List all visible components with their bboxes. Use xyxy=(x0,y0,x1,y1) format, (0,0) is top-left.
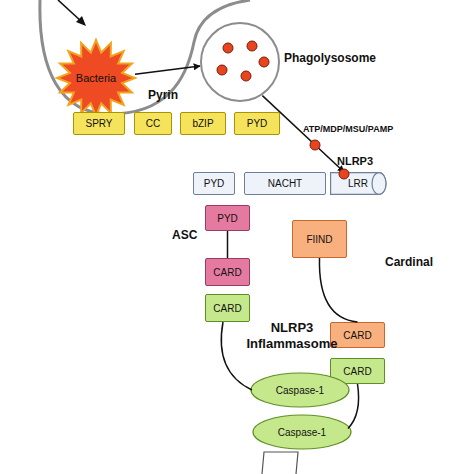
node-label: NACHT xyxy=(268,178,302,189)
ellipse-shape xyxy=(253,415,351,449)
circle-shape xyxy=(201,23,279,101)
entry-arrow-line xyxy=(58,0,82,22)
membrane-anchor xyxy=(262,452,298,474)
phagolysosome-circle-outline xyxy=(200,22,280,102)
caspase-ellipse: Caspase-1 xyxy=(250,372,350,408)
node-label: Bacteria xyxy=(76,72,116,84)
node-label: CARD xyxy=(213,267,241,278)
node-label: CARD xyxy=(343,330,371,341)
node-label: Caspase-1 xyxy=(278,427,326,438)
node-label: bZIP xyxy=(192,118,213,129)
connector-line xyxy=(319,258,357,322)
asc-domain: CARD xyxy=(205,258,250,286)
bacteria-fragment xyxy=(217,65,227,75)
connector-line xyxy=(227,231,229,258)
entry-arrow-head xyxy=(76,16,86,26)
connector-line xyxy=(135,66,200,74)
pyrin-domain: SPRY xyxy=(73,112,125,135)
node-label: SPRY xyxy=(85,118,112,129)
bacteria-fragment xyxy=(223,43,233,53)
caspase-card: CARD xyxy=(205,294,250,322)
node-label: PYD xyxy=(247,118,268,129)
node-label: Caspase-1 xyxy=(276,385,324,396)
bacteria-burst: Bacteria xyxy=(57,40,135,116)
pyrin-domain: CC xyxy=(134,112,172,135)
nlrp3-domain: NACHT xyxy=(244,172,326,195)
cardinal-domain: FIIND xyxy=(292,220,347,258)
ellipse-shape xyxy=(251,373,349,407)
cylinder-body xyxy=(331,173,386,195)
connector-line xyxy=(348,384,359,428)
cylinder-end xyxy=(372,173,386,195)
lrr-domain: LRR xyxy=(330,172,386,195)
caspase-ellipse: Caspase-1 xyxy=(252,414,352,450)
protein-label: Cardinal xyxy=(385,255,433,269)
phagolysosome-circle: Phagolysosome xyxy=(200,22,280,102)
asc-domain: PYD xyxy=(205,205,250,231)
node-label: CARD xyxy=(213,303,241,314)
protein-label: ASC xyxy=(172,228,197,242)
bound-pamp xyxy=(339,169,349,179)
node-label: LRR xyxy=(348,178,368,189)
cardinal-domain: CARD xyxy=(330,322,385,348)
complex-label: NLRP3 Inflammasome xyxy=(240,320,344,351)
node-label: PYD xyxy=(217,213,238,224)
bacteria-fragment xyxy=(247,41,257,51)
edge-label: ATP/MDP/MSU/PAMP xyxy=(303,124,393,134)
pyrin-domain: PYD xyxy=(234,112,280,135)
node-label: CC xyxy=(146,118,160,129)
node-label: CARD xyxy=(343,366,371,377)
node-heading: Phagolysosome xyxy=(284,52,376,65)
protein-label: NLRP3 xyxy=(337,155,373,167)
bacteria-fragment xyxy=(241,71,251,81)
nlrp3-domain: PYD xyxy=(193,172,235,195)
bacteria-fragment xyxy=(259,57,269,67)
released-pamp xyxy=(310,140,320,150)
node-label: FIIND xyxy=(306,234,332,245)
connector-line xyxy=(221,322,252,390)
protein-label: Pyrin xyxy=(148,88,178,102)
star-shape xyxy=(57,40,135,116)
pyrin-domain: bZIP xyxy=(180,112,226,135)
pamp-dots xyxy=(217,41,349,179)
node-label: PYD xyxy=(204,178,225,189)
